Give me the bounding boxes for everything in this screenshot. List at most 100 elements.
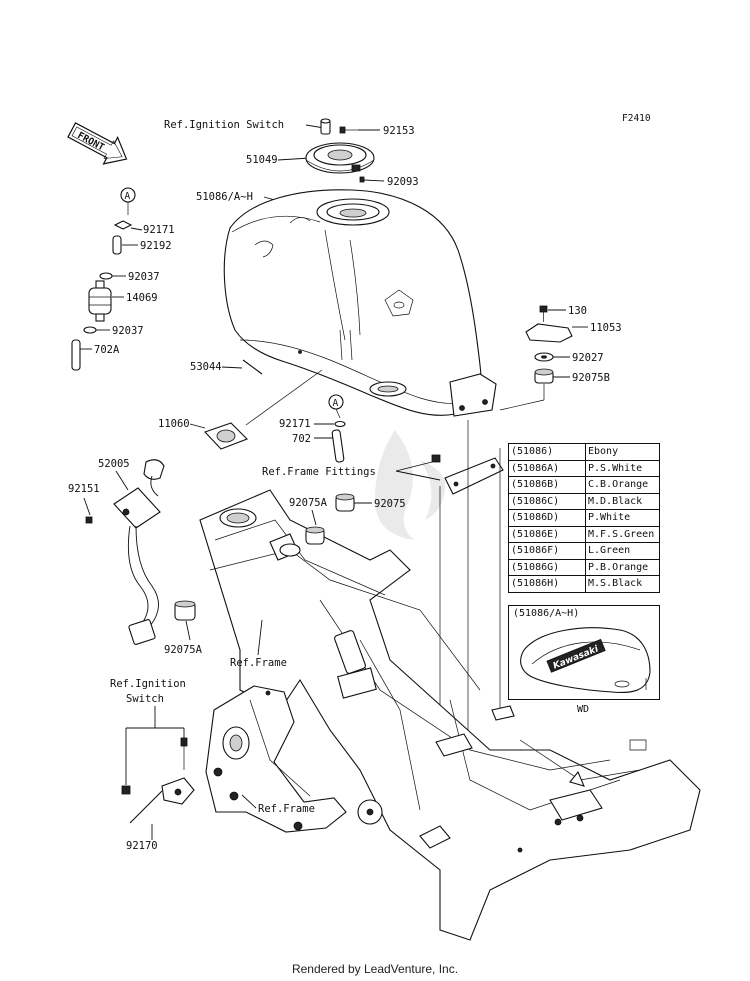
cap-key-cylinder <box>320 118 331 135</box>
damper-92075b <box>534 368 554 384</box>
label-92075a-a: 92075A <box>289 497 328 509</box>
label-92153: 92153 <box>383 125 415 137</box>
color-code-table: (51086)Ebony(51086A)P.S.White(51086B)C.B… <box>508 443 660 593</box>
hose-92192 <box>112 235 122 255</box>
front-arrow-icon: FRONT <box>67 122 128 165</box>
label-92075: 92075 <box>374 498 406 510</box>
color-table-row: (51086F)L.Green <box>508 542 660 560</box>
screw-92151 <box>85 516 93 524</box>
label-702: 702 <box>292 433 311 445</box>
gasket-11060 <box>204 422 248 450</box>
color-table-code: (51086A) <box>508 459 586 477</box>
color-table-color: C.B.Orange <box>585 476 660 494</box>
frame-fitting-bracket <box>444 457 504 495</box>
fuel-tank-51086 <box>223 189 497 417</box>
label-92075b: 92075B <box>572 372 610 384</box>
label-702a: 702A <box>94 344 120 356</box>
color-table-code: (51086E) <box>508 525 586 543</box>
color-table-row: (51086H)M.S.Black <box>508 575 660 593</box>
clamp-92037-a <box>99 272 113 280</box>
ref-ignition-switch-top-label: Ref.Ignition Switch <box>164 119 284 131</box>
wd-tank-decal-illustration: Kawasaki <box>520 627 651 694</box>
bracket-11053 <box>525 323 573 343</box>
label-51049: 51049 <box>246 154 278 166</box>
damper-92075a-b <box>174 600 196 621</box>
label-92037-a: 92037 <box>128 271 160 283</box>
color-table-color: M.D.Black <box>585 492 660 510</box>
color-table-color: P.S.White <box>585 459 660 477</box>
label-53044: 53044 <box>190 361 222 373</box>
color-table-row: (51086)Ebony <box>508 443 660 461</box>
color-table-color: Ebony <box>585 443 660 461</box>
label-92170: 92170 <box>126 840 158 852</box>
svg-text:A: A <box>125 191 131 202</box>
callout-a-bottom: A <box>328 394 344 410</box>
screw-92093 <box>359 176 365 183</box>
wd-decal-box: (51086/A~H) <box>508 605 660 700</box>
clamp-92171-a <box>113 220 133 230</box>
svg-text:A: A <box>333 398 339 409</box>
figure-code: F2410 <box>622 113 651 124</box>
wd-box-title: (51086/A~H) <box>513 608 580 619</box>
color-table-color: M.F.S.Green <box>585 525 660 543</box>
color-table-row: (51086B)C.B.Orange <box>508 476 660 494</box>
frame-fitting-bolt <box>431 454 441 463</box>
ref-frame-fittings-label: Ref.Frame Fittings <box>262 466 376 478</box>
sensor-52005 <box>113 459 165 645</box>
color-table-row: (51086D)P.White <box>508 509 660 527</box>
hose-702a <box>71 339 81 371</box>
label-130: 130 <box>568 305 587 317</box>
color-table-row: (51086G)P.B.Orange <box>508 558 660 576</box>
color-table-row: (51086A)P.S.White <box>508 459 660 477</box>
color-table-color: P.White <box>585 509 660 527</box>
color-table-code: (51086G) <box>508 558 586 576</box>
color-table-color: P.B.Orange <box>585 558 660 576</box>
pad-53044 <box>242 359 263 375</box>
color-table-row: (51086E)M.F.S.Green <box>508 525 660 543</box>
clamp-92037-b <box>83 326 97 334</box>
wd-note: WD <box>577 704 590 715</box>
color-table-code: (51086H) <box>508 575 586 593</box>
label-14069: 14069 <box>126 292 158 304</box>
bolt-130 <box>539 305 548 322</box>
leadventure-watermark-icon <box>375 430 445 540</box>
washer-92027 <box>534 352 554 362</box>
clamp-92171-b <box>334 420 346 428</box>
ref-ignition-line2: Switch <box>126 693 164 705</box>
ref-ignition-line1: Ref.Ignition <box>110 678 186 690</box>
label-92171-b: 92171 <box>279 418 311 430</box>
label-11060: 11060 <box>158 418 190 430</box>
ignition-switch-pin <box>180 737 188 747</box>
fuel-cap-51049 <box>305 142 375 174</box>
label-52005: 52005 <box>98 458 130 470</box>
hose-702 <box>331 429 345 463</box>
label-11053: 11053 <box>590 322 622 334</box>
label-51086: 51086/A~H <box>196 191 253 203</box>
label-92027: 92027 <box>572 352 604 364</box>
label-92151: 92151 <box>68 483 100 495</box>
color-table-code: (51086F) <box>508 542 586 560</box>
damper-92075a-a <box>305 526 325 545</box>
color-table-color: L.Green <box>585 542 660 560</box>
label-92093: 92093 <box>387 176 419 188</box>
frame-structure <box>199 489 701 941</box>
color-table-color: M.S.Black <box>585 575 660 593</box>
ref-frame-a-label: Ref.Frame <box>230 657 287 669</box>
ignition-switch-cable-92170 <box>129 777 195 824</box>
color-table-code: (51086) <box>508 443 586 461</box>
ignition-switch-bolt <box>121 785 131 795</box>
color-table-code: (51086B) <box>508 476 586 494</box>
label-92037-b: 92037 <box>112 325 144 337</box>
color-table-code: (51086D) <box>508 509 586 527</box>
color-table-row: (51086C)M.D.Black <box>508 492 660 510</box>
steering-head-bracket <box>205 685 347 833</box>
label-92075a-b: 92075A <box>164 644 203 656</box>
footer-credit: Rendered by LeadVenture, Inc. <box>291 962 459 976</box>
label-92192: 92192 <box>140 240 172 252</box>
callout-a-top: A <box>120 187 136 203</box>
filter-14069 <box>88 280 112 322</box>
label-92171-a: 92171 <box>143 224 175 236</box>
color-table-code: (51086C) <box>508 492 586 510</box>
bolt-92153 <box>339 126 358 134</box>
